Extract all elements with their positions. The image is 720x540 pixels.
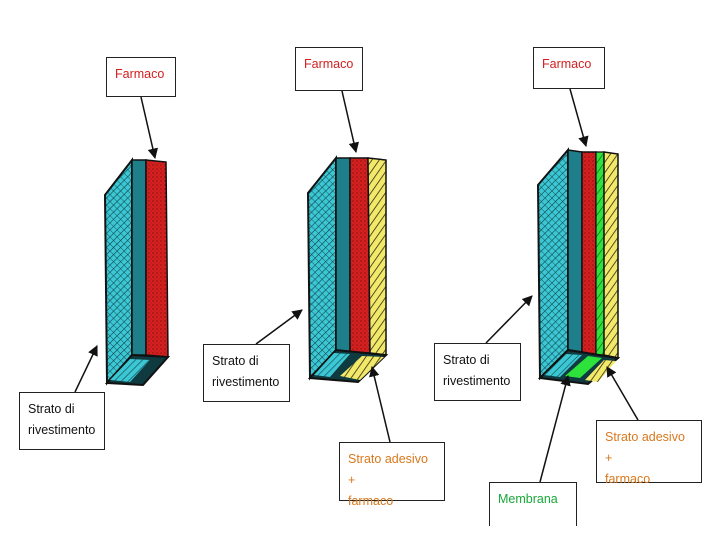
patch-2-adhesive-layer: [367, 157, 387, 356]
arrow-farmaco-2: [341, 90, 360, 154]
patch-1-drug-layer: [145, 159, 169, 358]
arrow-membrana-3: [539, 374, 571, 483]
patch-1-backing-layer: [131, 159, 147, 356]
label-farmaco-1: Farmaco: [106, 57, 176, 97]
label-rivestimento-2: Strato di rivestimento: [203, 344, 290, 402]
patch-3: [536, 147, 621, 386]
patch-2-drug-layer: [349, 157, 371, 354]
patch-3-drug-layer: [581, 151, 597, 356]
patch-2-backing-layer: [335, 157, 351, 353]
label-membrana-3: Membrana: [489, 482, 577, 526]
arrow-farmaco-1: [140, 96, 159, 160]
patch-3-backing-layer: [567, 149, 583, 353]
patch-3-membrane-layer: [595, 151, 605, 356]
arrow-rivestimento-1: [74, 345, 98, 393]
arrow-adesivo-2: [369, 365, 391, 443]
patch-1: [103, 157, 171, 387]
label-farmaco-3: Farmaco: [533, 47, 605, 89]
label-adesivo-2: Strato adesivo + farmaco: [339, 442, 445, 508]
arrows: [74, 88, 639, 483]
label-farmaco-2: Farmaco: [295, 47, 363, 91]
label-adesivo-3: Strato adesivo + farmaco: [596, 420, 702, 486]
patch-3-adhesive-layer: [603, 151, 619, 359]
label-rivestimento-1: Strato di rivestimento: [19, 392, 105, 450]
arrow-adesivo-3: [606, 366, 639, 421]
patch-2: [306, 155, 389, 384]
arrow-rivestimento-2: [255, 309, 303, 345]
label-rivestimento-3: Strato di rivestimento: [434, 343, 521, 401]
arrow-farmaco-3: [569, 88, 589, 148]
arrow-rivestimento-3: [485, 295, 533, 344]
